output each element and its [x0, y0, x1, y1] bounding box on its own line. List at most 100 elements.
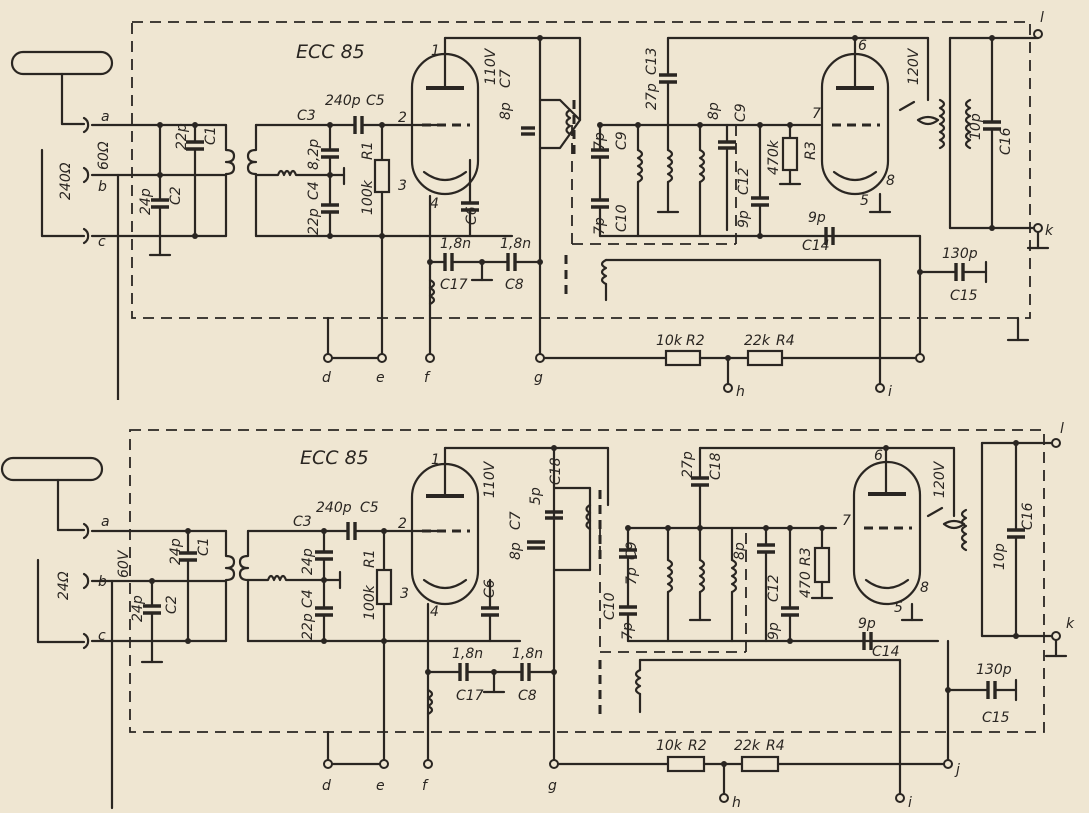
input-transformer-icon-2 — [224, 529, 236, 643]
tube3-voltage: 110V — [482, 460, 498, 498]
r4-name: R4 — [776, 333, 795, 349]
terminal-j-label-2: j — [954, 762, 960, 778]
c16-name: C16 — [998, 127, 1014, 155]
r3-resistor — [781, 136, 799, 172]
c6-name: C6 — [464, 206, 480, 225]
tube2-voltage: 120V — [906, 47, 922, 85]
c7-name-2: C7 — [508, 511, 524, 530]
c2-value-2: 24p — [130, 595, 146, 622]
tube-4-icon — [852, 446, 922, 606]
c18-name-2: C18 — [548, 457, 564, 485]
terminal-l-label: l — [1040, 10, 1044, 26]
antenna-icon — [10, 50, 114, 76]
c4-name-2: C4 — [300, 589, 316, 608]
r3-value: 470k — [766, 139, 782, 175]
tube1-pin2: 2 — [398, 110, 407, 126]
c4-value: 8,2p — [306, 139, 322, 170]
c3-name-2: C3 — [293, 514, 312, 530]
c8-name-2: C8 — [518, 688, 537, 704]
c10-value: 7p — [592, 217, 608, 235]
r3-name: R3 — [803, 141, 819, 160]
c3-value-2: 24p — [300, 548, 316, 575]
c7-name: C7 — [498, 69, 514, 88]
r1-name-2: R1 — [362, 549, 378, 568]
c4-value-2: 22p — [300, 613, 316, 640]
c12-value: 9p — [736, 210, 752, 228]
terminal-h-label: h — [736, 384, 745, 400]
r4-name-2: R4 — [766, 738, 785, 754]
tube3-pin4: 4 — [430, 604, 439, 620]
c5-value-2: 240p — [316, 500, 352, 516]
c8-value-2: 1,8n — [512, 646, 543, 662]
r3-value-2: 470 — [798, 571, 814, 598]
c1-name-2: C1 — [196, 537, 212, 556]
r3-name-2: R3 — [798, 547, 814, 566]
r2-name: R2 — [686, 333, 705, 349]
coil-l1-icon — [254, 169, 332, 177]
r1-resistor — [373, 158, 391, 194]
r2-name-2: R2 — [688, 738, 707, 754]
terminal-i-label: i — [888, 384, 892, 400]
c13-name: C13 — [644, 47, 660, 75]
r2-value: 10k — [656, 333, 683, 349]
c1-name: C1 — [203, 126, 219, 145]
terminal-b-label: b — [98, 179, 107, 195]
c13-value: 27p — [644, 83, 660, 110]
c13-value-2: 27p — [680, 451, 696, 478]
r1-resistor-2 — [375, 568, 393, 606]
c16-value: 10p — [968, 113, 984, 140]
r2-resistor-2 — [666, 755, 706, 773]
terminal-b-socket — [82, 166, 90, 184]
c3-value: 22p — [306, 208, 322, 235]
r4-value: 22k — [744, 333, 771, 349]
r1-value-2: 100k — [362, 584, 378, 620]
ab-voltage-label-2: 60V — [116, 549, 132, 578]
tube2-pin7: 7 — [812, 106, 821, 122]
c7-value: 8p — [498, 102, 514, 120]
terminal-c-label: c — [98, 234, 106, 250]
tube-3-icon — [410, 446, 480, 606]
terminal-k-label-2: k — [1066, 616, 1075, 632]
c12-name: C12 — [736, 167, 752, 195]
terminal-g-label: g — [534, 370, 543, 386]
c8-value: 1,8n — [500, 236, 531, 252]
c3-name: C3 — [297, 108, 316, 124]
terminal-a-label: a — [101, 109, 110, 125]
c9-name: C9 — [733, 103, 749, 122]
bottom-schematic: a b c 24Ω 60V 24p C2 24p C1 24p — [0, 421, 1075, 811]
tube3-pin2: 2 — [398, 516, 407, 532]
input-transformer-icon — [224, 123, 236, 238]
c15-value: 130p — [942, 246, 978, 262]
terminal-l-label-2: l — [1060, 421, 1064, 437]
terminal-h-label-2: h — [732, 795, 741, 811]
terminal-d-label: d — [322, 370, 331, 386]
r4-value-2: 22k — [734, 738, 761, 754]
c9b-name: C9 — [614, 131, 630, 150]
c17-name-2: C17 — [456, 688, 484, 704]
c9b-name-2: C9 — [624, 541, 640, 560]
r4-resistor-2 — [740, 755, 780, 773]
r1-value: 100k — [360, 179, 376, 215]
c5-name: C5 — [366, 93, 385, 109]
terminal-b-socket-2 — [82, 572, 90, 590]
terminal-e-label: e — [376, 370, 385, 386]
c2-name-2: C2 — [164, 595, 180, 614]
c5-name-2: C5 — [360, 500, 379, 516]
tube1-pin3: 3 — [398, 178, 407, 194]
c16-name-2: C16 — [1020, 502, 1036, 530]
c5-value: 240p — [325, 93, 361, 109]
tube4-voltage: 120V — [932, 460, 948, 498]
c2-value: 24p — [138, 188, 154, 215]
input-impedance-label-2: 24Ω — [56, 571, 72, 600]
terminal-c-socket-2 — [82, 632, 90, 650]
c17-value: 1,8n — [440, 236, 471, 252]
c17-value-2: 1,8n — [452, 646, 483, 662]
r1-name: R1 — [360, 141, 376, 160]
c10-value-2: 7p — [620, 622, 636, 640]
tube1-pin1: 1 — [431, 43, 440, 59]
c9-value-2: 8p — [732, 542, 748, 560]
terminal-d-label-2: d — [322, 778, 331, 794]
c17-name: C17 — [440, 277, 468, 293]
